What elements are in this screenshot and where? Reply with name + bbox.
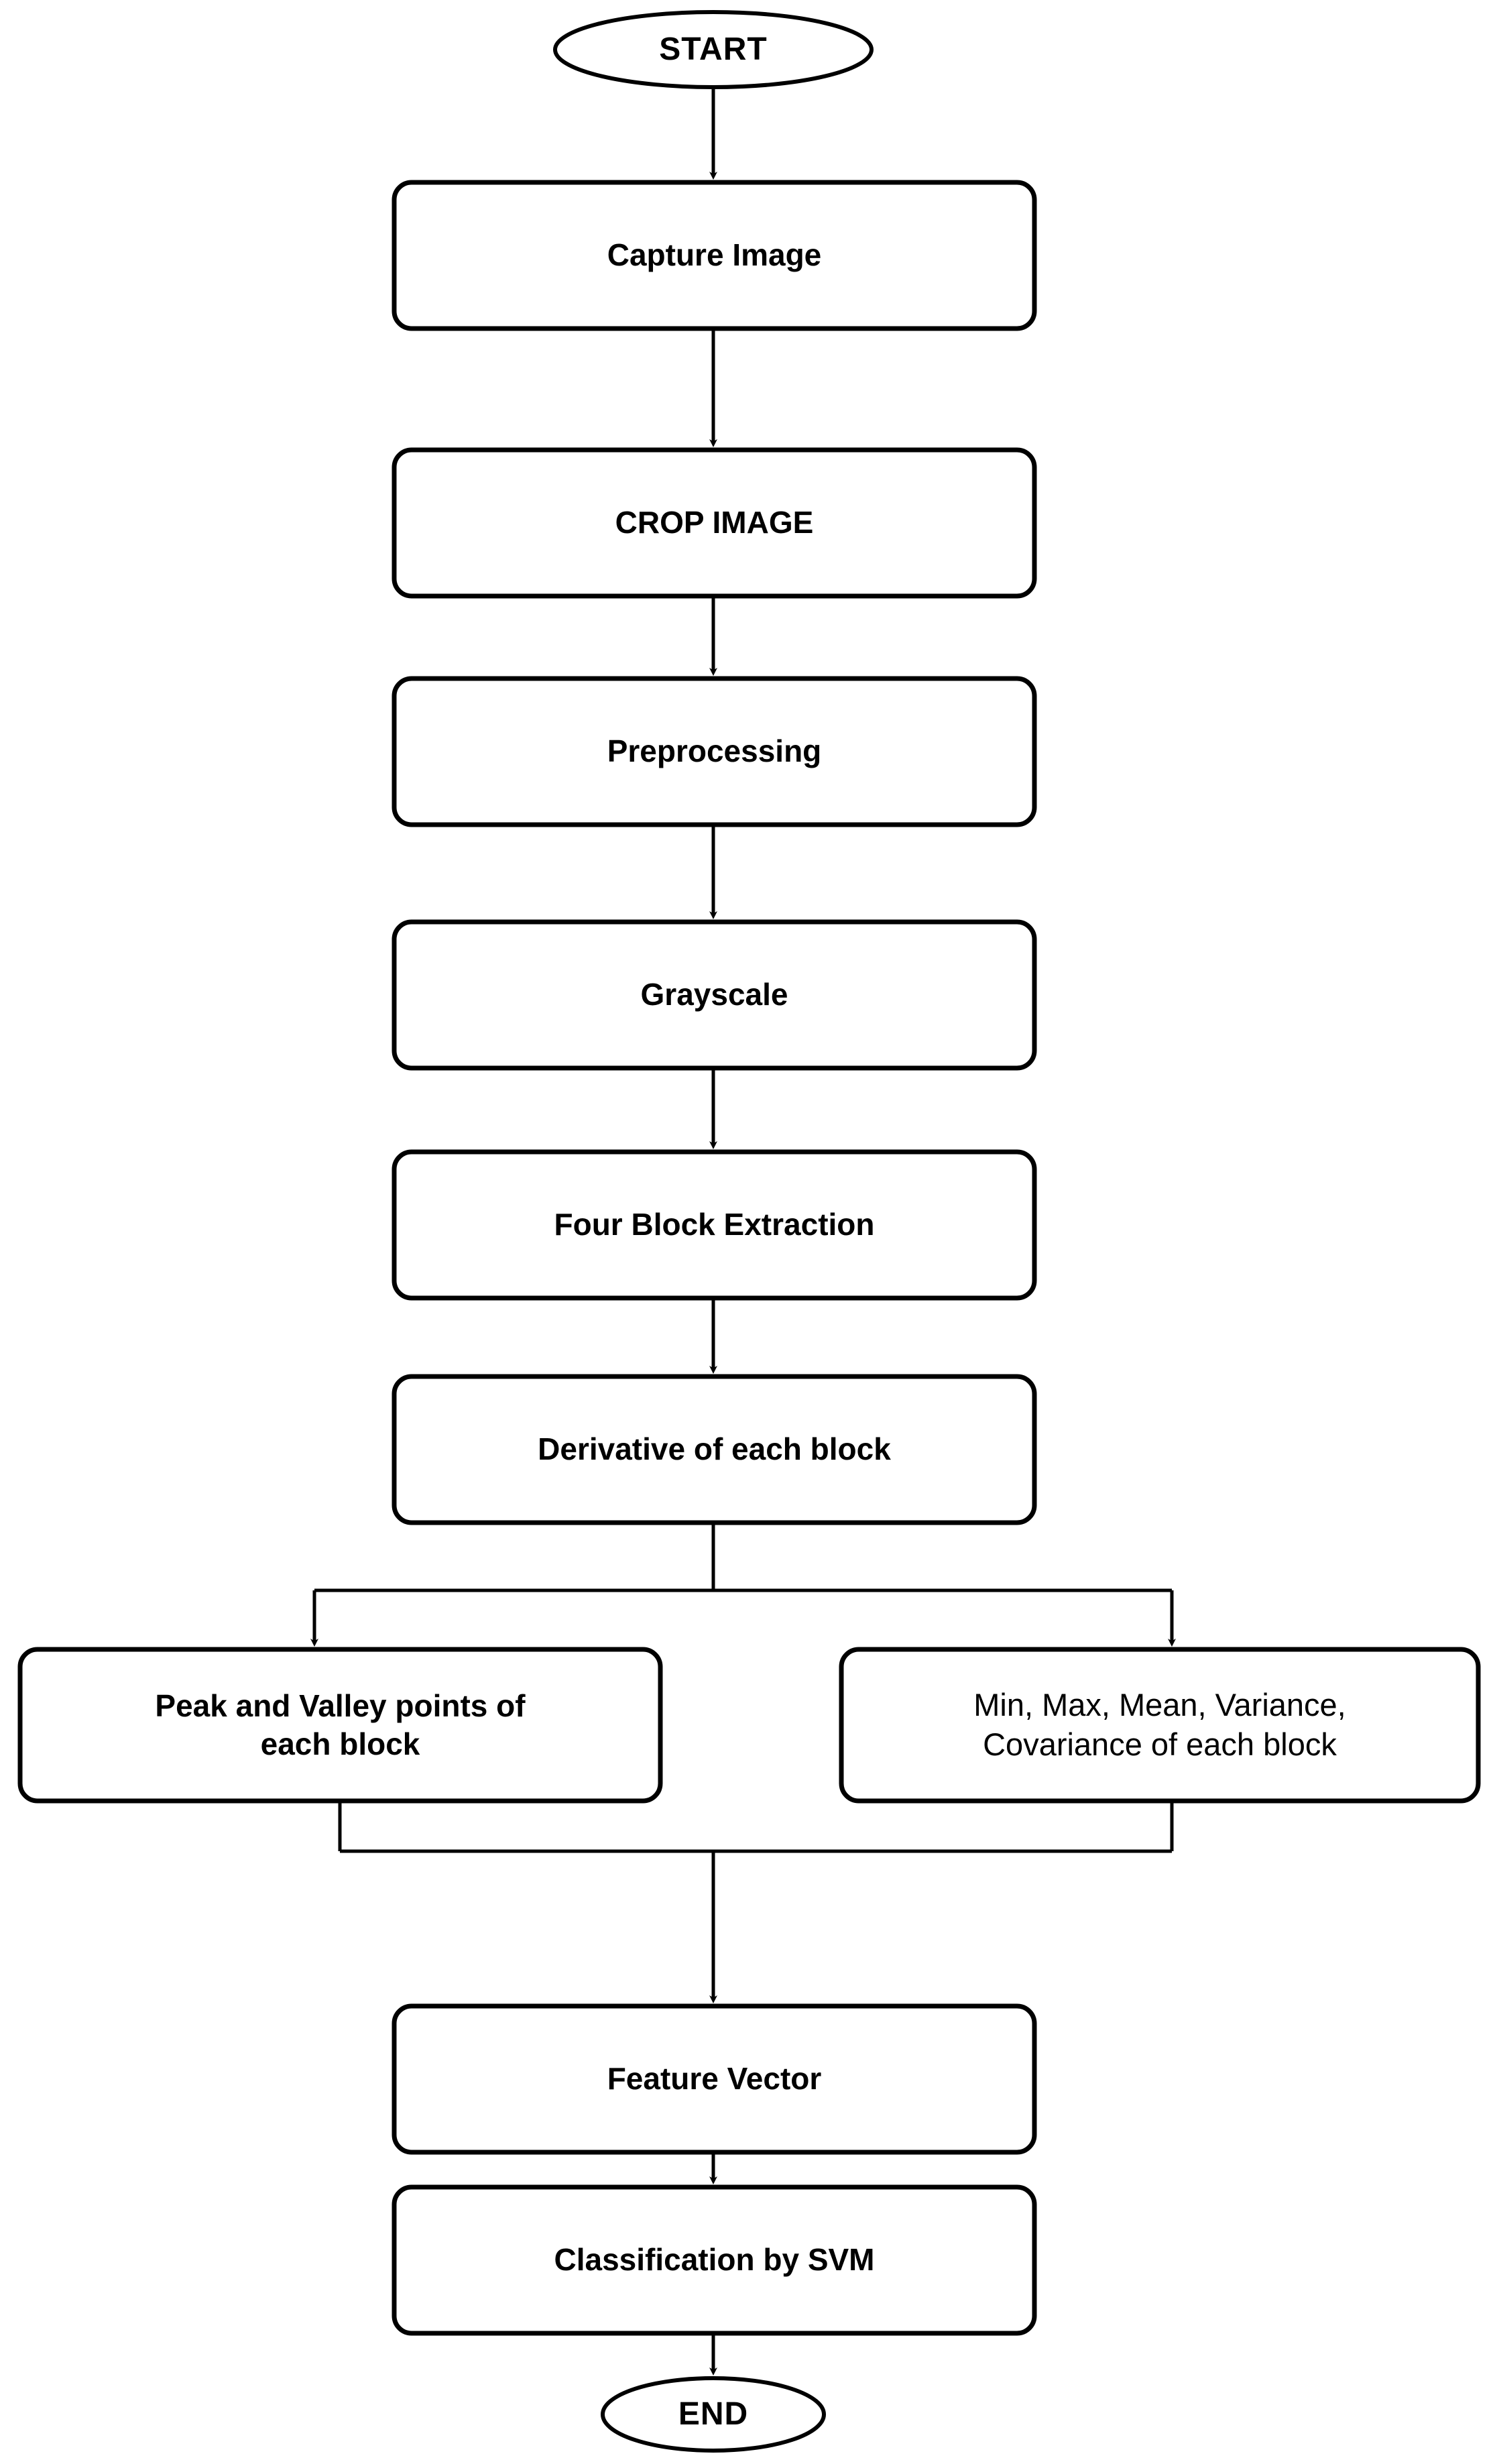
peak-valley-box-shape[interactable] bbox=[17, 1647, 663, 1804]
capture-image-box-shape[interactable] bbox=[392, 180, 1037, 331]
grayscale-box-shape[interactable] bbox=[392, 919, 1037, 1071]
derivative-box-shape[interactable] bbox=[392, 1374, 1037, 1525]
four-block-extraction-box-shape[interactable] bbox=[392, 1149, 1037, 1301]
statistics-box-shape[interactable] bbox=[839, 1647, 1481, 1804]
preprocessing-box-shape[interactable] bbox=[392, 676, 1037, 827]
classification-box-shape[interactable] bbox=[392, 2184, 1037, 2336]
start-terminal-shape[interactable] bbox=[553, 10, 874, 89]
end-terminal-shape[interactable] bbox=[601, 2376, 826, 2453]
crop-image-box-shape[interactable] bbox=[392, 447, 1037, 599]
feature-vector-box-shape[interactable] bbox=[392, 2003, 1037, 2155]
